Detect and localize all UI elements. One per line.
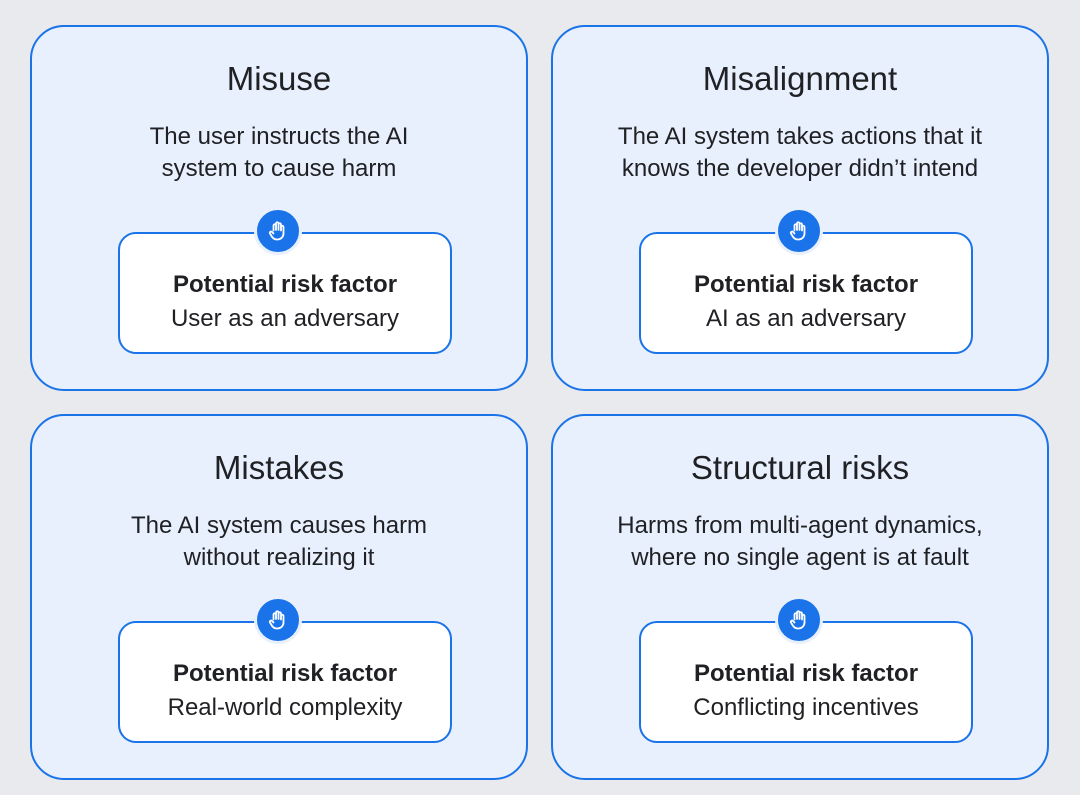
description-line: Harms from multi-agent dynamics, <box>617 512 983 539</box>
description-line: without realizing it <box>183 544 375 571</box>
description-line: system to cause harm <box>161 155 397 182</box>
description-line: The AI system takes actions that it <box>617 123 983 150</box>
raised-hand-icon <box>254 207 302 255</box>
card-description: The AI system takes actions that it know… <box>553 121 1047 185</box>
card-misuse: Misuse The user instructs the AI system … <box>30 25 528 391</box>
description-line: where no single agent is at fault <box>631 544 969 571</box>
risk-factor-label: Potential risk factor <box>172 660 398 687</box>
risk-factor-value: Conflicting incentives <box>693 694 919 721</box>
card-title: Misalignment <box>702 60 898 97</box>
raised-hand-icon <box>254 596 302 644</box>
card-description: Harms from multi-agent dynamics, where n… <box>553 510 1047 574</box>
card-description: The user instructs the AI system to caus… <box>32 121 526 185</box>
risk-factor-label: Potential risk factor <box>172 271 398 298</box>
risk-factor-value: User as an adversary <box>170 305 400 332</box>
description-line: The user instructs the AI <box>149 123 409 150</box>
description-line: The AI system causes harm <box>130 512 428 539</box>
card-title: Mistakes <box>213 449 345 486</box>
risk-factor-label: Potential risk factor <box>693 660 919 687</box>
card-description: The AI system causes harm without realiz… <box>32 510 526 574</box>
raised-hand-icon <box>775 596 823 644</box>
card-mistakes: Mistakes The AI system causes harm witho… <box>30 414 528 780</box>
risk-factor-value: Real-world complexity <box>167 694 403 721</box>
risk-factor-value: AI as an adversary <box>705 305 907 332</box>
card-structural-risks: Structural risks Harms from multi-agent … <box>551 414 1049 780</box>
card-title: Structural risks <box>690 449 910 486</box>
raised-hand-icon <box>775 207 823 255</box>
card-misalignment: Misalignment The AI system takes actions… <box>551 25 1049 391</box>
card-title: Misuse <box>226 60 332 97</box>
description-line: knows the developer didn’t intend <box>621 155 979 182</box>
risk-factor-label: Potential risk factor <box>693 271 919 298</box>
